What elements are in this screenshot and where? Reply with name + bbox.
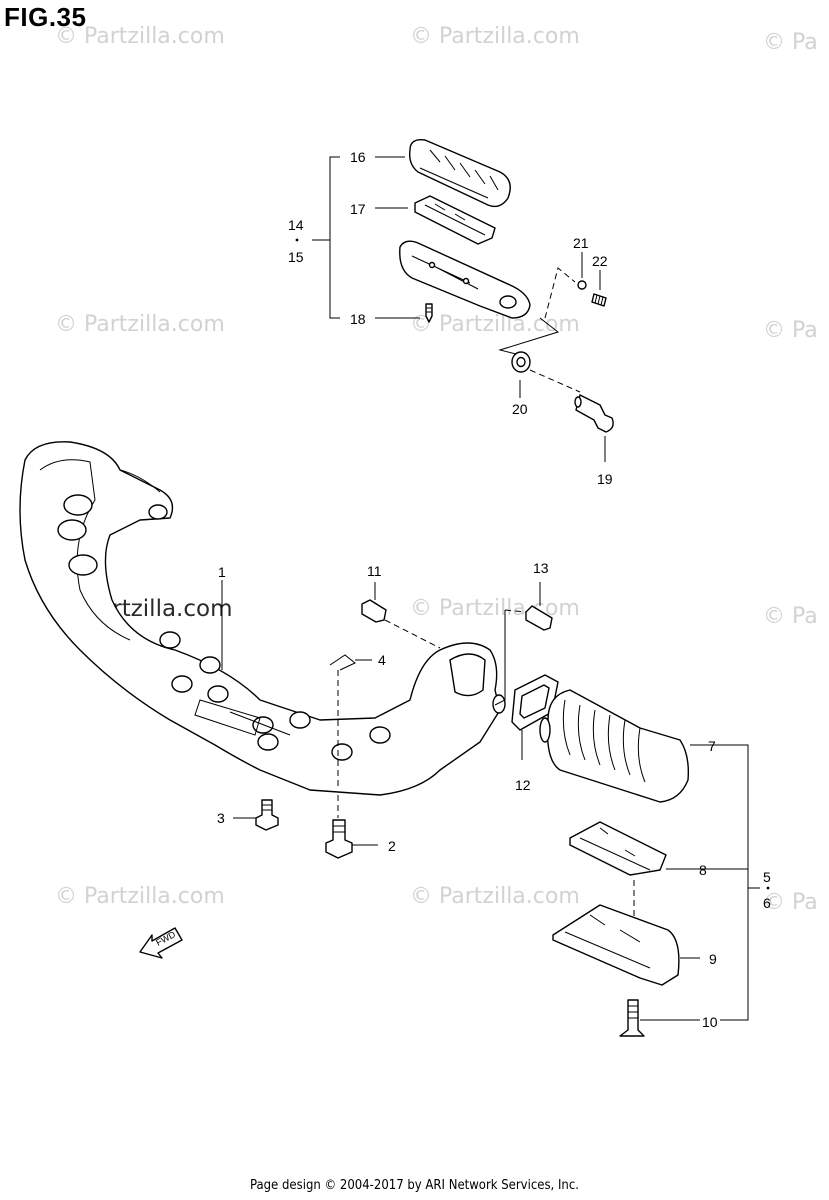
- callout-11: 11: [367, 563, 382, 579]
- callout-7: 7: [708, 738, 716, 754]
- callout-8: 8: [699, 862, 707, 878]
- bolt-11: [361, 599, 387, 623]
- watermark: © Partzilla.com: [55, 884, 225, 909]
- watermark: © Partzilla.com: [55, 24, 225, 49]
- ball-21: [577, 280, 587, 290]
- bolt-2: [325, 819, 353, 859]
- callout-19: 19: [597, 471, 613, 487]
- callout-6: 6: [763, 895, 771, 911]
- cotter-pin-4: [329, 654, 356, 671]
- callout-12: 12: [515, 777, 531, 793]
- callout-2: 2: [388, 838, 396, 854]
- rubber-pad-9: [552, 904, 680, 986]
- watermark: © Pa: [763, 318, 818, 343]
- watermark: © Partzilla.com: [410, 596, 580, 621]
- fwd-arrow-icon: FWD: [139, 927, 183, 959]
- watermark: © Pa: [763, 30, 818, 55]
- callout-22: 22: [592, 253, 608, 269]
- watermark: © Pa: [763, 604, 818, 629]
- washer-20: [511, 351, 531, 373]
- footrest-rubber-7: [539, 689, 690, 803]
- parts-diagram: FWD 16 17 14 15 18 21 22 20 19 1 11 13 4…: [19, 139, 771, 1037]
- pin-19: [574, 394, 614, 433]
- plate-12: [511, 674, 559, 731]
- footrest-bar: [399, 240, 531, 319]
- watermark: © Partzilla.com: [410, 24, 580, 49]
- bolt-3: [255, 799, 279, 831]
- footrest-rubber-16: [408, 139, 511, 208]
- callout-15: 15: [288, 249, 304, 265]
- pin-13: [525, 605, 553, 631]
- callout-4: 4: [378, 652, 386, 668]
- spring-22: [591, 293, 607, 307]
- callout-17: 17: [350, 201, 366, 217]
- callout-20: 20: [512, 401, 528, 417]
- screw-10: [619, 999, 645, 1037]
- figure-title: FIG.35: [4, 2, 87, 32]
- callout-18: 18: [350, 311, 366, 327]
- callout-14: 14: [288, 217, 304, 233]
- callout-13: 13: [533, 560, 549, 576]
- screw-18: [425, 303, 433, 323]
- page-footer: Page design © 2004-2017 by ARI Network S…: [250, 1178, 579, 1193]
- bracket-14-15: [329, 156, 340, 319]
- callout-16: 16: [350, 149, 366, 165]
- bracket-5-6: [720, 744, 749, 1021]
- footrest-bracket-1: [19, 441, 506, 796]
- watermark: © Partzilla.com: [410, 884, 580, 909]
- watermark: © Partzilla.com: [55, 312, 225, 337]
- callout-5: 5: [763, 869, 771, 885]
- callout-9: 9: [709, 951, 717, 967]
- callout-10: 10: [702, 1014, 718, 1030]
- watermark: © Partzilla.com: [410, 312, 580, 337]
- callout-21: 21: [573, 235, 589, 251]
- plate-17: [414, 195, 496, 245]
- callout-3: 3: [217, 810, 225, 826]
- watermark: © Pa: [763, 890, 818, 915]
- plate-8: [569, 821, 667, 876]
- callout-1: 1: [218, 564, 226, 580]
